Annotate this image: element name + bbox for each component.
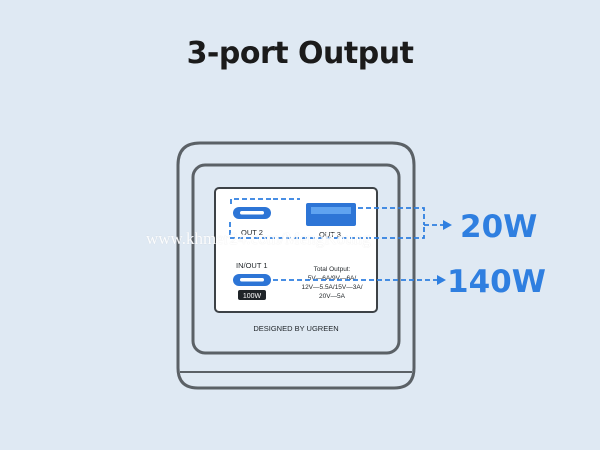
port-label-out2: OUT 2 — [241, 228, 263, 237]
port-label-inout1: IN/OUT 1 — [236, 261, 268, 270]
total-output-heading: Total Output: — [314, 266, 351, 273]
usb-a-port-out3 — [306, 203, 356, 226]
port-label-out3: OUT 3 — [319, 230, 341, 239]
total-output-line1: 5V—6A/9V—6A/ — [308, 275, 357, 282]
usb-c-port-out2-slot — [240, 211, 264, 215]
arrow-20w-icon — [443, 220, 452, 230]
callout-20w-lines — [229, 198, 446, 239]
total-output-line3: 20V—5A — [319, 293, 346, 300]
usb-c-port-inout1-slot — [240, 278, 264, 282]
arrow-140w-icon — [437, 275, 446, 285]
page-title: 3-port Output — [186, 36, 414, 71]
usb-a-port-out3-tongue — [311, 207, 351, 214]
power-badge — [238, 290, 266, 300]
callout-140w-label: 140W — [447, 264, 546, 300]
brand-text: DESIGNED BY UGREEN — [253, 324, 338, 333]
power-badge-label: 100W — [243, 293, 262, 300]
callout-20w-label: 20W — [460, 209, 537, 245]
watermark-text: www.khmer24.com/MengKoung — [146, 229, 371, 248]
total-output-line2: 12V—5.5A/15V—3A/ — [301, 284, 362, 291]
